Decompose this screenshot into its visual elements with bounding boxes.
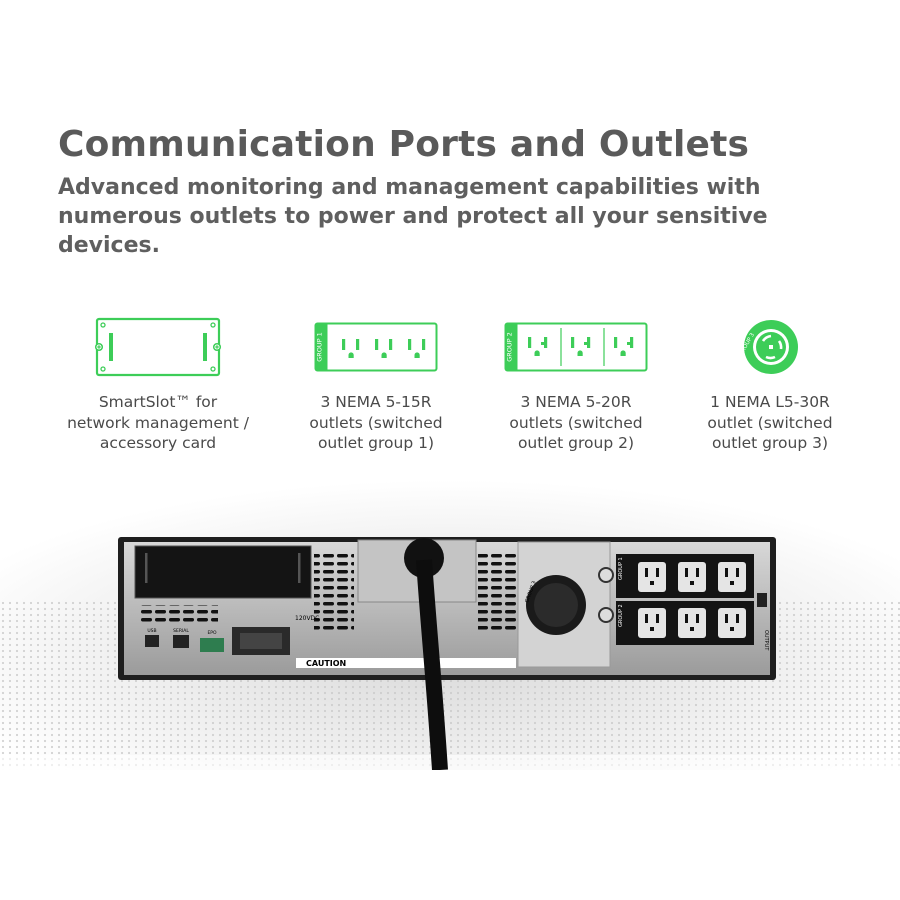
feature-nema-l5-30r: GROUP 3 1 NEMA L5-30R outlet (switched o…	[665, 312, 875, 454]
feature-nema-5-15r: GROUP 1 3 NEMA 5-15R outlets (switched o…	[271, 312, 481, 454]
ups-rear-panel-image: USB SERIAL EPO 120VDC CAUTION GROUP 3 GR…	[0, 480, 900, 770]
feature-caption: 1 NEMA L5-30R outlet (switched outlet gr…	[707, 393, 833, 452]
feature-caption: 3 NEMA 5-15R outlets (switched outlet gr…	[309, 393, 443, 452]
caution-label: CAUTION	[306, 659, 346, 668]
smartslot-card-icon	[94, 317, 222, 377]
epo-terminal	[200, 638, 224, 652]
feature-caption: 3 NEMA 5-20R outlets (switched outlet gr…	[509, 393, 643, 452]
serial-port	[173, 635, 189, 648]
input-power-inlet	[404, 538, 444, 578]
svg-text:120VDC: 120VDC	[295, 615, 319, 622]
feature-caption: SmartSlot™ for network management / acce…	[67, 393, 249, 452]
power-cord	[416, 559, 448, 770]
nema-l5-30r-outlet-icon: GROUP 3	[738, 320, 798, 374]
svg-text:GROUP 1: GROUP 1	[316, 332, 324, 362]
page-subtitle: Advanced monitoring and management capab…	[58, 173, 858, 260]
svg-text:USB: USB	[147, 628, 156, 634]
smartslot-cover	[134, 545, 312, 599]
feature-nema-5-20r: GROUP 2 3 NEMA 5-20R outlets (switched o…	[471, 312, 681, 454]
usb-port	[145, 635, 159, 647]
subtitle-line-1: Advanced monitoring and management capab…	[58, 175, 761, 200]
svg-text:GROUP 2: GROUP 2	[506, 332, 514, 362]
breaker-group-1[interactable]	[598, 567, 614, 583]
svg-text:SERIAL: SERIAL	[173, 628, 189, 634]
nema-5-15r-outlet-icon: GROUP 1	[314, 322, 438, 372]
svg-text:OUTPUT: OUTPUT	[763, 630, 769, 651]
svg-text:GROUP 1: GROUP 1	[618, 557, 624, 580]
svg-text:EPO: EPO	[207, 630, 217, 636]
feature-smartslot: SmartSlot™ for network management / acce…	[53, 312, 263, 454]
subtitle-line-2: numerous outlets to power and protect al…	[58, 204, 768, 258]
page-title: Communication Ports and Outlets	[58, 124, 750, 165]
nema-5-20r-outlet-icon: GROUP 2	[504, 322, 648, 372]
svg-text:GROUP 2: GROUP 2	[618, 604, 624, 627]
breaker-group-2[interactable]	[598, 607, 614, 623]
